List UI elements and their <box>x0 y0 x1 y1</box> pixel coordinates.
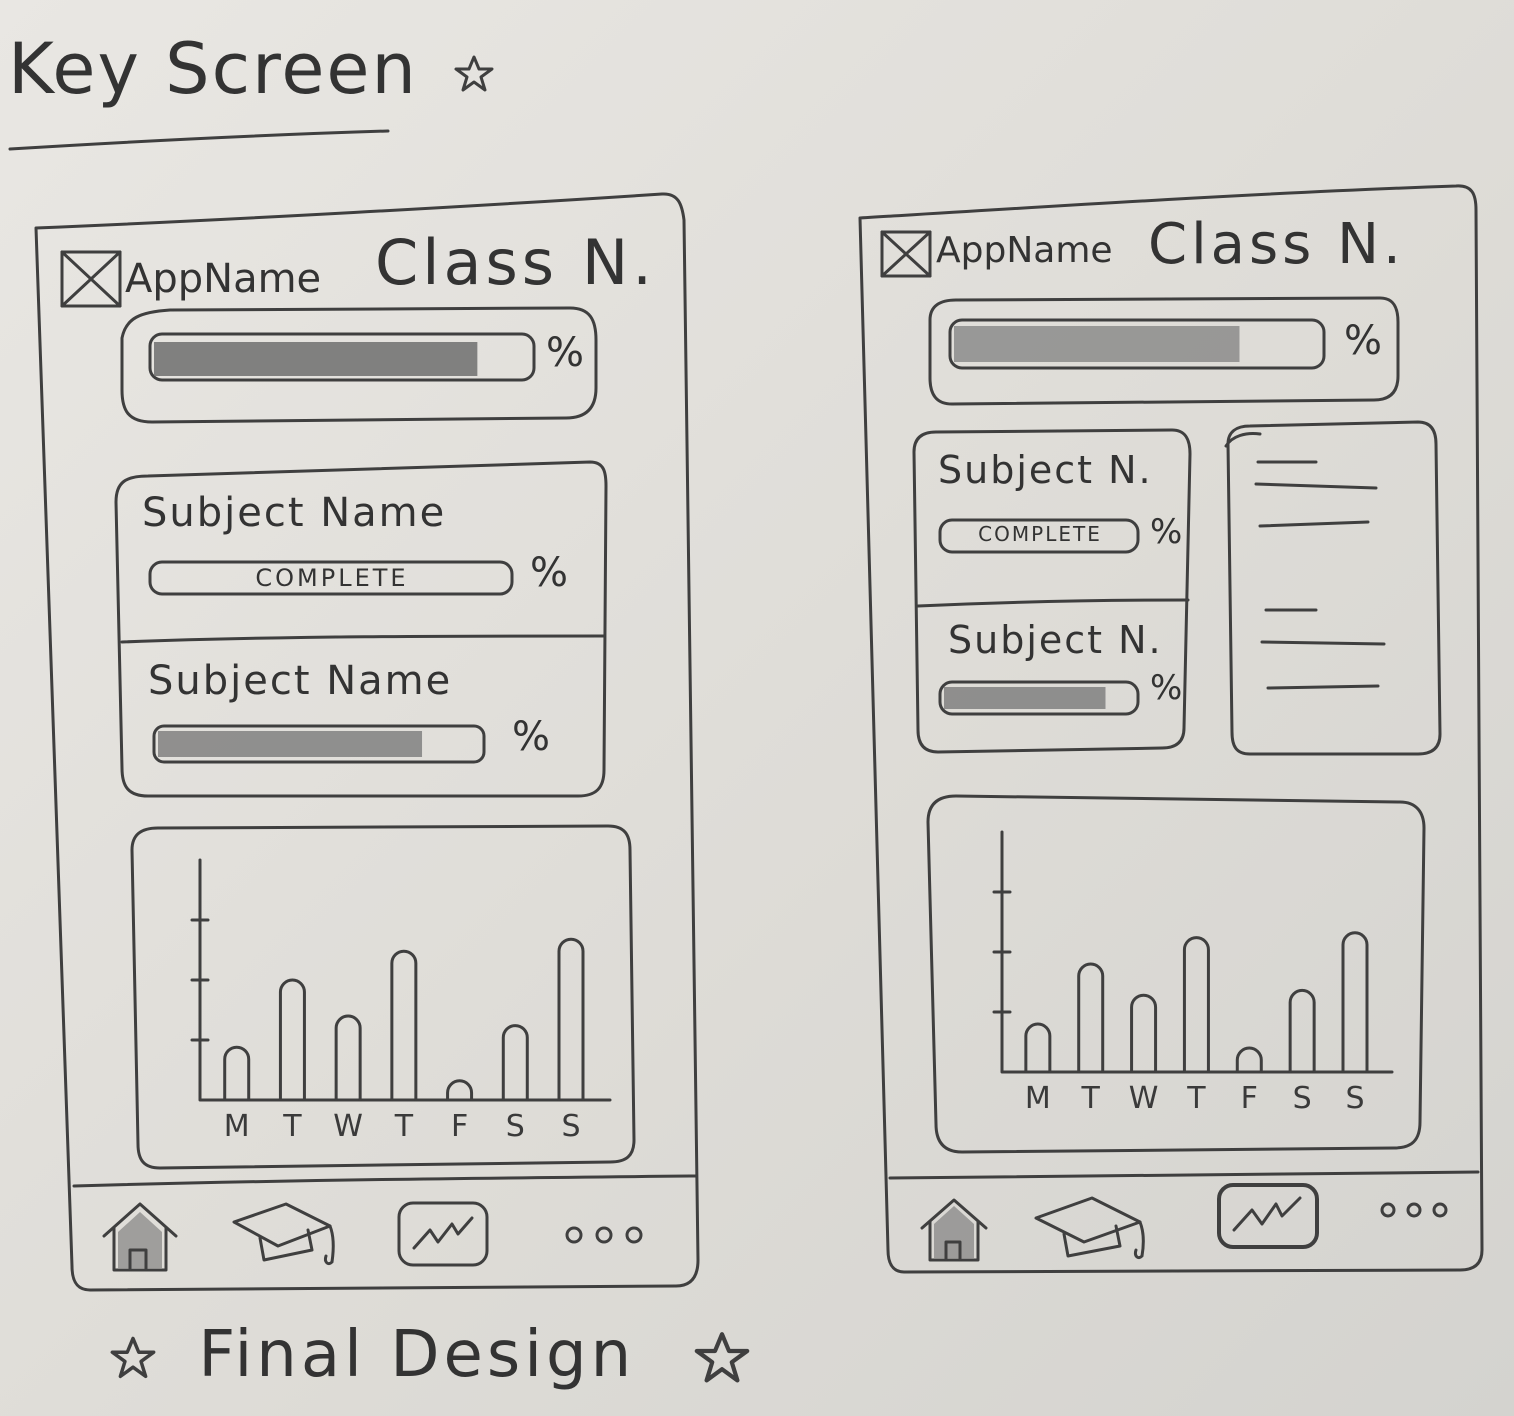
chart-bar <box>334 1014 362 1102</box>
star-icon <box>110 1337 156 1379</box>
chart-axes <box>1000 830 1394 1074</box>
day-label: M <box>1025 1081 1051 1116</box>
chart-bar <box>278 978 306 1102</box>
class-progress-percent: % <box>546 330 585 376</box>
subject-progress-fill <box>158 731 423 757</box>
heading-text: Key Screen <box>8 28 418 110</box>
star-icon <box>454 55 494 92</box>
home-icon[interactable] <box>918 1194 990 1264</box>
chart-bar <box>1235 1046 1263 1074</box>
footer-caption: Final Design <box>110 1318 750 1392</box>
subject-percent: % <box>1150 512 1183 552</box>
chart-axes <box>198 858 612 1102</box>
more-icon[interactable] <box>1376 1196 1456 1224</box>
subject-status: COMPLETE <box>255 564 409 592</box>
phone-mockup-1: AppName Class N. % Subject Name COMPLETE… <box>30 190 700 1300</box>
home-icon[interactable] <box>100 1198 180 1274</box>
app-logo-icon <box>880 230 932 278</box>
chart-bar <box>1130 993 1158 1074</box>
day-label: T <box>1186 1081 1206 1116</box>
more-icon[interactable] <box>560 1220 650 1250</box>
day-label: T <box>282 1109 302 1144</box>
subject-progress-bar <box>152 724 486 764</box>
subject-percent: % <box>1150 668 1183 708</box>
graduation-cap-icon[interactable] <box>1032 1194 1152 1264</box>
chart-bar <box>1288 988 1316 1074</box>
graduation-cap-icon[interactable] <box>230 1200 340 1270</box>
class-name: Class N. <box>375 226 656 299</box>
phone-frame <box>34 192 700 1292</box>
app-name: AppName <box>936 230 1113 271</box>
subject-name: Subject Name <box>142 490 447 536</box>
subject-complete-bar <box>148 560 514 596</box>
day-label: T <box>1081 1081 1101 1116</box>
subject-complete-bar <box>938 518 1140 554</box>
subject-name: Subject N. <box>938 448 1153 492</box>
day-label: F <box>1241 1081 1258 1116</box>
phone-frame <box>858 184 1484 1274</box>
footer-text: Final Design <box>198 1318 636 1392</box>
subject-progress-fill <box>944 687 1106 709</box>
page-heading: Key Screen <box>8 28 494 110</box>
app-name: AppName <box>125 256 322 302</box>
day-label: S <box>506 1109 525 1144</box>
day-label: W <box>1129 1081 1159 1116</box>
class-progress-bar <box>948 318 1326 370</box>
day-label: M <box>224 1109 250 1144</box>
chart-bar <box>446 1079 474 1102</box>
class-name: Class N. <box>1148 212 1405 277</box>
day-label: S <box>1293 1081 1312 1116</box>
phone-mockup-2: AppName Class N. % Subject N. COMPLETE %… <box>856 182 1486 1282</box>
chart-bar <box>1077 962 1105 1074</box>
chart-bar <box>1182 936 1210 1074</box>
app-logo-icon <box>60 250 122 308</box>
day-label: S <box>561 1109 580 1144</box>
chart-bar <box>390 949 418 1102</box>
chart-bar <box>1341 931 1369 1074</box>
day-label: W <box>333 1109 363 1144</box>
class-progress-percent: % <box>1344 318 1383 364</box>
chart-bar <box>223 1045 251 1102</box>
chart-bar <box>501 1024 529 1102</box>
chart-bar <box>557 937 585 1102</box>
subject-percent: % <box>530 550 569 596</box>
subject-name: Subject N. <box>948 618 1163 662</box>
subject-percent: % <box>512 714 551 760</box>
subject-status: COMPLETE <box>978 522 1102 546</box>
chart-bar <box>1024 1022 1052 1074</box>
class-progress-fill <box>954 326 1240 362</box>
chart-icon[interactable] <box>1216 1182 1320 1252</box>
star-icon <box>694 1332 749 1383</box>
subject-progress-bar <box>938 680 1140 716</box>
day-label: S <box>1345 1081 1364 1116</box>
day-label: T <box>394 1109 414 1144</box>
class-progress-fill <box>154 342 478 376</box>
class-progress-bar <box>148 332 536 382</box>
subject-name: Subject Name <box>148 658 453 704</box>
heading-underline <box>8 129 390 151</box>
day-label: F <box>451 1109 468 1144</box>
chart-icon[interactable] <box>396 1200 490 1268</box>
